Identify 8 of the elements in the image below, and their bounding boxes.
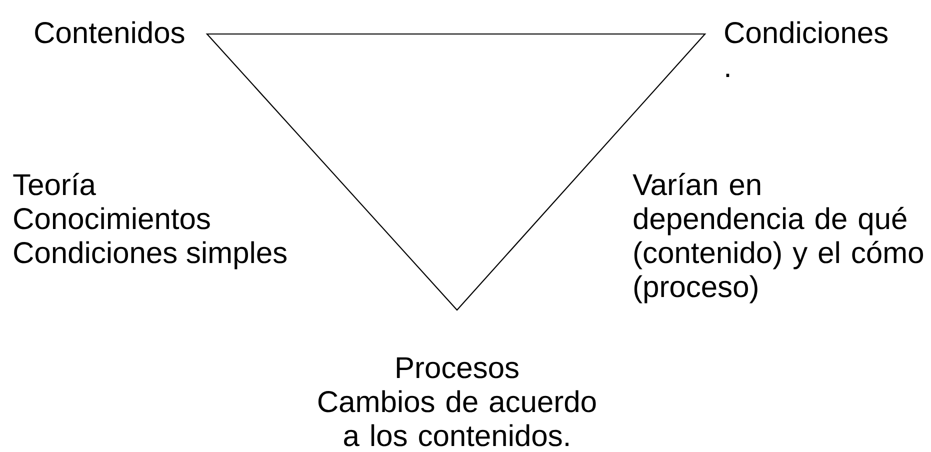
label-text: Procesos <box>396 357 518 378</box>
label-text: Condiciones . <box>725 21 888 77</box>
label-text: Cambios de acuerdo a los contenidos. <box>318 390 596 446</box>
label-text: Contenidos <box>35 21 184 44</box>
label-text: Condiciones simples <box>14 241 286 270</box>
label-text: Teoría <box>13 172 96 196</box>
label-text: Conocimientos <box>14 207 210 230</box>
label-text: Varían en dependencia de qué (contenido) y el cómo (proceso) <box>632 172 924 304</box>
